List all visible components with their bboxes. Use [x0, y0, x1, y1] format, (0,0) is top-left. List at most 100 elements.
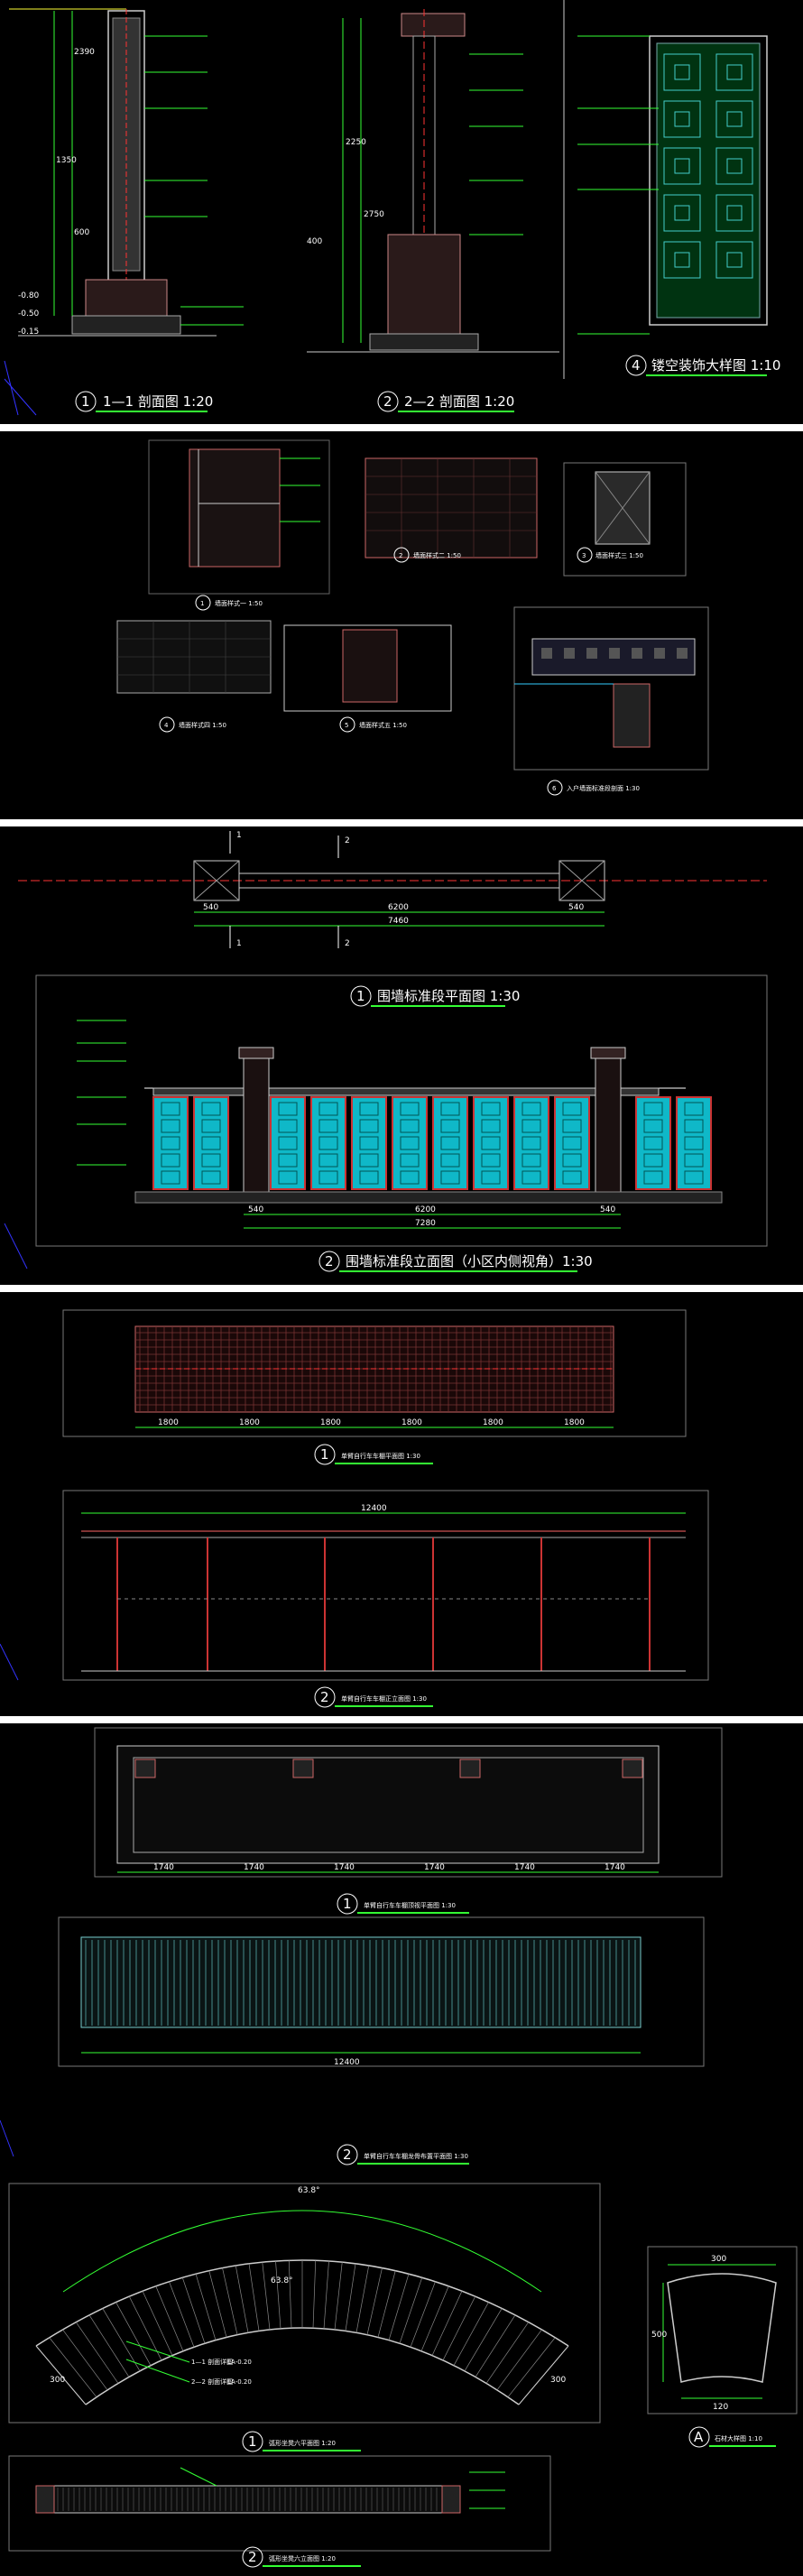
dim-left-1: 2390 — [74, 48, 95, 57]
sheet-shed-roof: 1740 1740 1740 1740 1740 1740 1 单臂自行车车棚顶… — [0, 1723, 803, 2165]
svg-text:1: 1 — [236, 939, 242, 948]
screen-panel — [513, 1096, 549, 1190]
svg-text:2: 2 — [320, 1689, 329, 1705]
svg-text:1740: 1740 — [514, 1863, 535, 1872]
svg-text:单臂自行车车棚龙骨布置平面图 1:30: 单臂自行车车棚龙骨布置平面图 1:30 — [364, 2152, 468, 2160]
sheet-separator — [0, 1716, 803, 1723]
svg-text:1: 1 — [248, 2433, 257, 2450]
svg-text:2: 2 — [399, 552, 402, 559]
svg-text:4: 4 — [164, 722, 169, 729]
sheet-sections: 2390 1350 600 -0.80 -0.50 -0.15 2250 275… — [0, 0, 803, 424]
wall-style-4: 4 墙面样式四 1:50 — [116, 620, 272, 733]
wall-style-5: 5 墙面样式五 1:50 — [283, 624, 452, 733]
arc-bench-elevation — [8, 2455, 551, 2552]
svg-text:LA-0.20: LA-0.20 — [227, 2359, 252, 2366]
level-2: -0.50 — [18, 309, 40, 319]
svg-text:墙面样式五 1:50: 墙面样式五 1:50 — [359, 721, 407, 729]
svg-text:1800: 1800 — [158, 1418, 179, 1427]
svg-text:围墙标准段立面图（小区内侧视角）1:30: 围墙标准段立面图（小区内侧视角）1:30 — [346, 1253, 593, 1270]
svg-text:540: 540 — [203, 903, 218, 912]
caption-arc-bench-plan: 1 弧形坐凳六平面图 1:20 — [242, 2431, 361, 2452]
svg-text:1740: 1740 — [605, 1863, 625, 1872]
svg-text:4: 4 — [632, 357, 641, 374]
caption-section-1: 1 1—1 剖面图 1:20 — [75, 391, 213, 412]
svg-text:540: 540 — [600, 1205, 615, 1214]
svg-text:63.8°: 63.8° — [298, 2186, 320, 2195]
svg-text:1—1 剖面详图: 1—1 剖面详图 — [191, 2358, 233, 2366]
svg-text:2: 2 — [343, 2147, 352, 2163]
arc-bench-plan: 63.8° 63.8° 300 300 1—1 剖面详图 LA-0.20 2—2… — [8, 2183, 601, 2424]
svg-text:1800: 1800 — [320, 1418, 341, 1427]
wall-styles-drawing: 1 墙面样式一 1:50 2 墙面样式二 1:50 3 墙面样式三 1:50 4… — [116, 439, 709, 796]
sheet-bike-shed: 1800 1800 1800 1800 1800 1800 1 单臂自行车车棚平… — [0, 1292, 803, 1716]
svg-text:A: A — [694, 2429, 704, 2445]
dim-mid-1: 2250 — [346, 138, 366, 147]
svg-text:1: 1 — [356, 988, 365, 1004]
svg-text:1: 1 — [236, 831, 242, 840]
screen-panel — [351, 1096, 387, 1190]
svg-text:墙面样式二 1:50: 墙面样式二 1:50 — [413, 551, 461, 559]
svg-text:弧形坐凳六平面图 1:20: 弧形坐凳六平面图 1:20 — [269, 2439, 336, 2447]
sections-drawing: 2390 1350 600 -0.80 -0.50 -0.15 2250 275… — [4, 0, 780, 416]
wall-style-2: 2 墙面样式二 1:50 — [365, 457, 538, 563]
wall-style-1: 1 墙面样式一 1:50 — [148, 439, 330, 611]
svg-text:围墙标准段平面图 1:30: 围墙标准段平面图 1:30 — [377, 988, 520, 1004]
section-2-2: 2250 2750 400 — [307, 9, 559, 353]
svg-text:63.8°: 63.8° — [271, 2276, 293, 2285]
svg-text:1: 1 — [200, 600, 204, 607]
caption-stone-detail: A 石材大样图 1:10 — [688, 2426, 776, 2448]
dim-mid-2: 2750 — [364, 210, 384, 219]
svg-text:1740: 1740 — [424, 1863, 445, 1872]
decor-detail-4 — [563, 0, 768, 379]
svg-text:120: 120 — [713, 2403, 728, 2412]
svg-text:2: 2 — [325, 1253, 334, 1270]
screen-panel — [635, 1096, 671, 1190]
svg-text:1800: 1800 — [564, 1418, 585, 1427]
svg-text:2—2 剖面图 1:20: 2—2 剖面图 1:20 — [404, 393, 514, 410]
svg-text:1—1 剖面图 1:20: 1—1 剖面图 1:20 — [103, 393, 213, 410]
screen-panel — [432, 1096, 468, 1190]
screen-panel — [152, 1096, 189, 1190]
svg-text:2: 2 — [345, 836, 350, 845]
svg-text:墙面样式三 1:50: 墙面样式三 1:50 — [595, 551, 643, 559]
svg-text:6200: 6200 — [415, 1205, 436, 1214]
svg-text:1800: 1800 — [483, 1418, 503, 1427]
shed-rib-plan: 12400 — [58, 1916, 705, 2067]
svg-text:墙面样式四 1:50: 墙面样式四 1:50 — [179, 721, 226, 729]
caption-shed-roof-plan: 1 单臂自行车车棚顶视平面图 1:30 — [337, 1893, 469, 1915]
wall-style-3: 3 墙面样式三 1:50 — [563, 462, 687, 577]
caption-arc-bench-elevation: 2 弧形坐凳六立面图 1:20 — [242, 2546, 361, 2568]
screen-panel — [473, 1096, 509, 1190]
standard-wall-drawing: 540 6200 540 7460 1 2 1 2 1 围墙标准段平面图 1:3… — [4, 831, 768, 1272]
svg-text:300: 300 — [711, 2255, 726, 2264]
svg-text:5: 5 — [345, 722, 348, 729]
svg-text:7280: 7280 — [415, 1219, 436, 1228]
screen-panel — [310, 1096, 346, 1190]
svg-text:LA-0.20: LA-0.20 — [227, 2378, 252, 2386]
svg-text:1800: 1800 — [402, 1418, 422, 1427]
screen-panel — [554, 1096, 590, 1190]
wall-style-6: 6 入户墙面标准段剖面 1:30 — [513, 606, 709, 796]
level-1: -0.80 — [18, 291, 40, 300]
svg-text:1740: 1740 — [153, 1863, 174, 1872]
svg-text:石材大样图 1:10: 石材大样图 1:10 — [715, 2434, 762, 2442]
svg-text:1: 1 — [320, 1446, 329, 1463]
svg-text:3: 3 — [582, 552, 586, 559]
svg-text:镂空装饰大样图 1:10: 镂空装饰大样图 1:10 — [651, 357, 780, 374]
arc-bench-drawing: 63.8° 63.8° 300 300 1—1 剖面详图 LA-0.20 2—2… — [8, 2183, 798, 2568]
svg-text:1: 1 — [343, 1896, 352, 1912]
svg-text:300: 300 — [50, 2376, 65, 2385]
screen-panel — [676, 1096, 712, 1190]
svg-text:1: 1 — [81, 393, 90, 410]
svg-text:2: 2 — [383, 393, 392, 410]
svg-text:540: 540 — [248, 1205, 263, 1214]
shed-roof-drawing: 1740 1740 1740 1740 1740 1740 1 单臂自行车车棚顶… — [0, 1727, 723, 2165]
svg-text:6: 6 — [552, 785, 557, 792]
svg-text:墙面样式一 1:50: 墙面样式一 1:50 — [215, 599, 263, 607]
section-1-1: 2390 1350 600 -0.80 -0.50 -0.15 — [9, 8, 244, 337]
svg-text:540: 540 — [568, 903, 584, 912]
shed-elevation: 12400 — [62, 1490, 709, 1681]
svg-text:单臂自行车车棚平面图 1:30: 单臂自行车车棚平面图 1:30 — [341, 1452, 420, 1460]
sheet-separator — [0, 1285, 803, 1292]
level-3: -0.15 — [18, 328, 39, 337]
